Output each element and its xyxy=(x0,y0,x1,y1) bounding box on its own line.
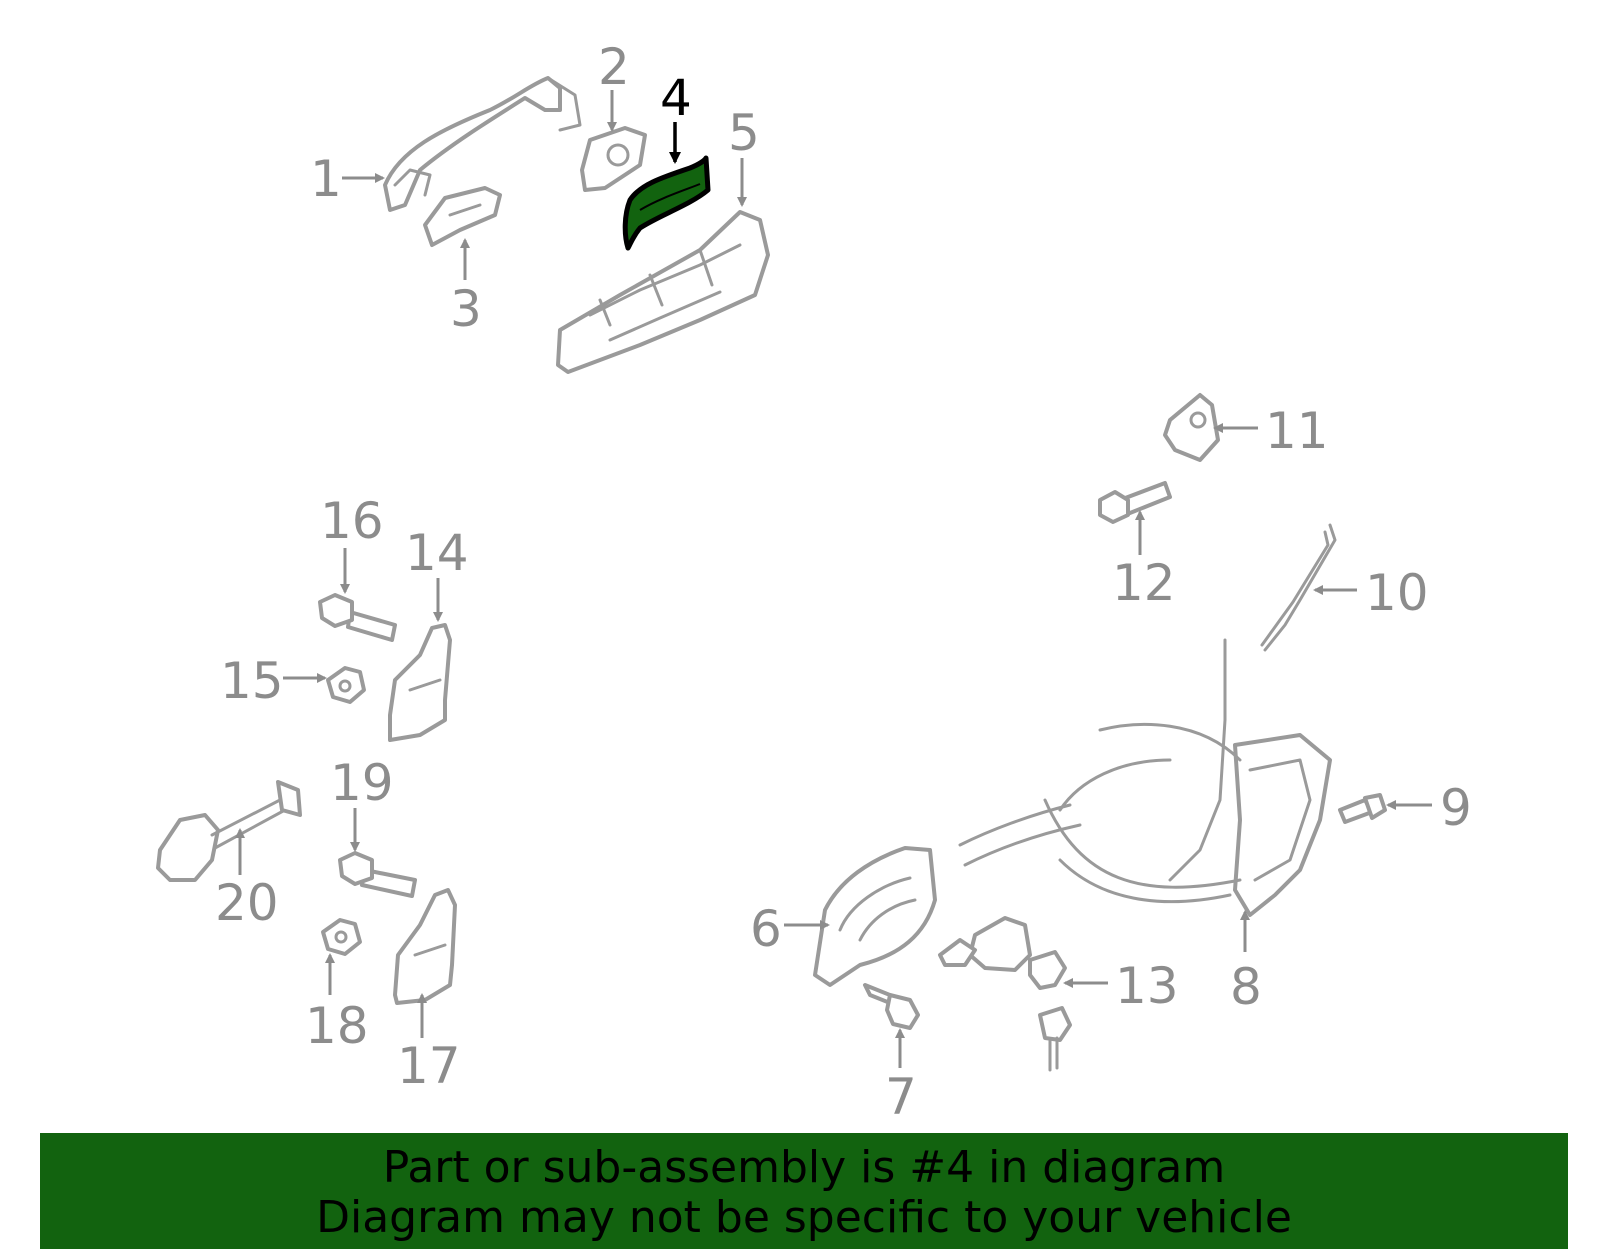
callout-17[interactable]: 17 xyxy=(397,1037,461,1095)
banner-line-part-info: Part or sub-assembly is #4 in diagram xyxy=(382,1142,1226,1193)
callout-6[interactable]: 6 xyxy=(750,900,782,958)
callout-19[interactable]: 19 xyxy=(330,754,394,812)
part-2-handle-bezel[interactable] xyxy=(580,126,647,192)
callout-15[interactable]: 15 xyxy=(220,652,284,710)
part-12-bolt[interactable] xyxy=(1098,481,1172,524)
callout-11[interactable]: 11 xyxy=(1265,402,1329,460)
callout-18[interactable]: 18 xyxy=(305,997,369,1055)
callout-14[interactable]: 14 xyxy=(405,524,469,582)
callout-labels: 1 2 3 4 5 6 7 8 9 10 11 12 13 14 15 16 1… xyxy=(215,38,1472,1126)
part-5-handle-frame[interactable] xyxy=(556,210,770,374)
part-3-handle-insert[interactable] xyxy=(423,186,502,247)
part-17-lower-hinge[interactable] xyxy=(393,888,457,1005)
part-8-door-lock-actuator[interactable] xyxy=(958,638,1332,917)
part-16-bolt[interactable] xyxy=(318,593,397,642)
callout-16[interactable]: 16 xyxy=(320,492,384,550)
callout-12[interactable]: 12 xyxy=(1112,554,1176,612)
part-10-lock-rod[interactable] xyxy=(1260,523,1337,652)
callout-10[interactable]: 10 xyxy=(1365,564,1429,622)
part-1-outside-handle[interactable] xyxy=(383,76,582,212)
callout-1[interactable]: 1 xyxy=(310,150,342,208)
callout-5[interactable]: 5 xyxy=(728,104,760,162)
callout-9[interactable]: 9 xyxy=(1440,779,1472,837)
info-banner: Part or sub-assembly is #4 in diagram Di… xyxy=(40,1133,1568,1249)
part-20-door-check[interactable] xyxy=(156,780,302,882)
leader-arrows xyxy=(235,90,1432,1068)
part-19-bolt[interactable] xyxy=(338,851,417,898)
part-14-upper-hinge[interactable] xyxy=(388,623,452,742)
part-9-screw[interactable] xyxy=(1338,793,1387,824)
part-6-inside-handle[interactable] xyxy=(813,846,937,987)
callout-7[interactable]: 7 xyxy=(885,1068,917,1126)
part-18-nut[interactable] xyxy=(321,918,362,956)
callout-4[interactable]: 4 xyxy=(660,69,692,127)
part-15-nut[interactable] xyxy=(326,666,366,704)
callout-2[interactable]: 2 xyxy=(598,38,630,96)
part-7-bolt[interactable] xyxy=(863,983,920,1030)
part-4-gasket-highlighted[interactable] xyxy=(622,155,711,251)
banner-line-disclaimer: Diagram may not be specific to your vehi… xyxy=(316,1192,1292,1243)
part-11-striker[interactable] xyxy=(1163,393,1220,462)
callout-8[interactable]: 8 xyxy=(1230,958,1262,1016)
callout-20[interactable]: 20 xyxy=(215,874,279,932)
callout-3[interactable]: 3 xyxy=(450,280,482,338)
callout-13[interactable]: 13 xyxy=(1115,957,1179,1015)
part-13-lock-cylinder[interactable] xyxy=(938,916,1072,1072)
